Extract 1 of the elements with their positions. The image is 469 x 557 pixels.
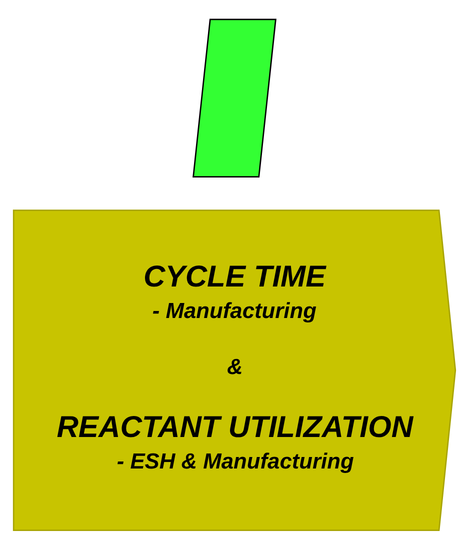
node-parallelogram (192, 18, 276, 177)
